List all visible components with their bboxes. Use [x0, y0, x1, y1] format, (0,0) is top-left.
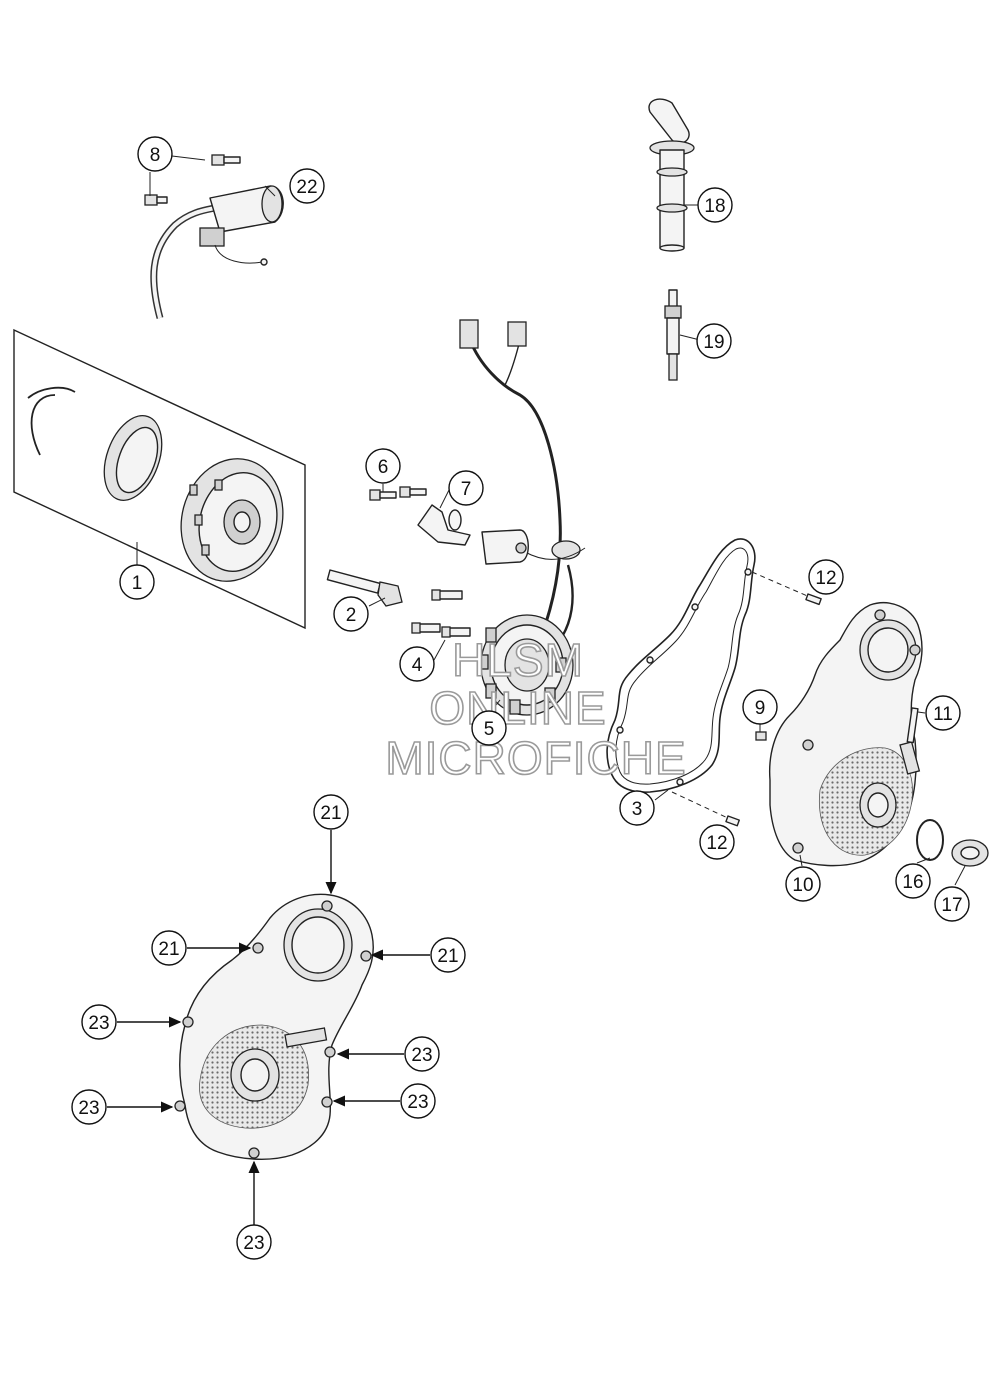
oil-plug [755, 731, 767, 741]
svg-text:19: 19 [703, 332, 724, 353]
svg-text:23: 23 [88, 1013, 109, 1034]
sensor-screws [369, 486, 427, 501]
callout-5: 5 [471, 710, 507, 746]
callout-22: 22 [289, 168, 325, 204]
svg-text:11: 11 [933, 704, 953, 725]
svg-text:17: 17 [941, 895, 962, 916]
svg-text:4: 4 [412, 655, 423, 676]
dowel-pins [671, 571, 822, 827]
callout-23-upper-left: 23 [81, 1004, 117, 1040]
cover-screw-11 [906, 707, 919, 744]
callout-2: 2 [333, 596, 369, 632]
callout-23-upper-right: 23 [404, 1036, 440, 1072]
snap-ring [27, 386, 76, 456]
callout-19: 19 [696, 323, 732, 359]
svg-text:8: 8 [150, 145, 161, 166]
callout-12-upper: 12 [808, 559, 844, 595]
screw-plug-17 [951, 839, 989, 867]
watermark-line-2: ONLINE [429, 682, 606, 734]
svg-text:21: 21 [158, 939, 179, 960]
spark-plug [664, 289, 682, 381]
svg-text:10: 10 [792, 875, 813, 896]
callout-21-left: 21 [151, 930, 187, 966]
callout-21-right: 21 [430, 937, 466, 973]
svg-text:2: 2 [346, 605, 357, 626]
flywheel-rotor [180, 458, 284, 582]
callout-21-top: 21 [313, 794, 349, 830]
callout-23-bottom: 23 [236, 1224, 272, 1260]
svg-text:5: 5 [484, 719, 495, 740]
ignition-cover-rear [174, 893, 374, 1160]
svg-text:1: 1 [132, 573, 143, 594]
kit-panel [13, 328, 306, 630]
svg-text:16: 16 [902, 872, 923, 893]
callout-12-lower: 12 [699, 824, 735, 860]
callout-23-lower-left: 23 [71, 1089, 107, 1125]
callout-18: 18 [697, 187, 733, 223]
svg-text:22: 22 [296, 177, 317, 198]
stator-wiring [459, 319, 586, 641]
watermark-line-1: HLSM [452, 634, 584, 686]
callout-9: 9 [742, 689, 778, 725]
callout-11: 11 [925, 695, 961, 731]
bushing-ring [103, 415, 163, 501]
svg-text:6: 6 [378, 457, 389, 478]
svg-text:23: 23 [243, 1233, 264, 1254]
stator-bolts [411, 589, 471, 638]
svg-text:3: 3 [632, 799, 643, 820]
leader-lines [264, 185, 966, 886]
callouts: 1 2 3 4 5 6 7 8 9 10 11 12 12 16 17 18 1… [71, 136, 970, 1260]
pulse-sensor [481, 529, 529, 565]
callout-17: 17 [934, 886, 970, 922]
rear-cover-arrows [107, 830, 430, 1225]
callout-6: 6 [365, 448, 401, 484]
svg-text:7: 7 [461, 479, 472, 500]
callout-16: 16 [895, 863, 931, 899]
svg-text:21: 21 [437, 946, 458, 967]
svg-text:23: 23 [407, 1092, 428, 1113]
ignition-cover-right [768, 602, 923, 867]
coil-screws [144, 154, 241, 206]
watermark-line-3: MICROFICHE [385, 732, 686, 784]
cover-gasket [606, 538, 756, 793]
sensor-bracket [417, 504, 471, 546]
watermark: HLSM ONLINE MICROFICHE [385, 633, 687, 785]
ignition-coil [150, 185, 284, 319]
callout-7: 7 [448, 470, 484, 506]
stator [477, 614, 574, 716]
svg-text:18: 18 [704, 196, 725, 217]
svg-text:12: 12 [815, 568, 836, 589]
svg-text:9: 9 [755, 698, 766, 719]
callout-4: 4 [399, 646, 435, 682]
svg-text:12: 12 [706, 833, 727, 854]
callout-1: 1 [119, 564, 155, 600]
callout-10: 10 [785, 866, 821, 902]
o-ring-16 [916, 819, 944, 861]
svg-text:21: 21 [320, 803, 341, 824]
svg-text:23: 23 [411, 1045, 432, 1066]
callout-23-lower-right: 23 [400, 1083, 436, 1119]
rotor-bolt [326, 569, 403, 607]
svg-text:23: 23 [78, 1098, 99, 1119]
spark-plug-connector [648, 98, 695, 252]
flywheel-kit-group [13, 328, 306, 630]
callout-3: 3 [619, 790, 655, 826]
callout-8: 8 [137, 136, 173, 172]
